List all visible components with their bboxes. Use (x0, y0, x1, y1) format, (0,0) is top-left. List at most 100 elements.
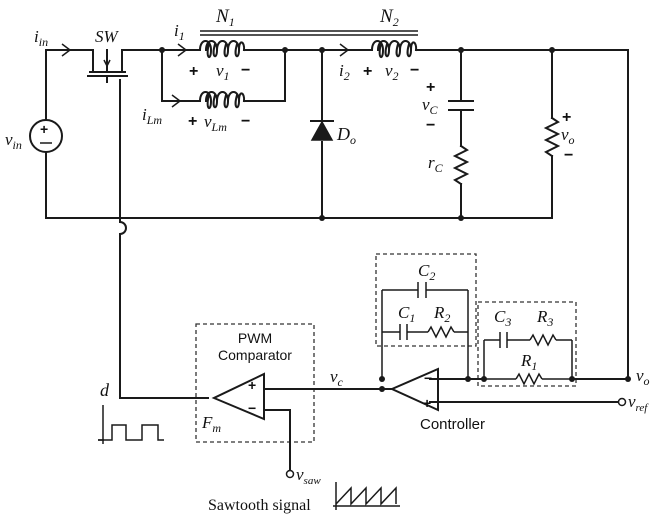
svg-text:Fm: Fm (201, 413, 221, 435)
label-do: D (336, 124, 350, 144)
label-i2: i (339, 61, 344, 80)
svg-text:v2: v2 (385, 61, 399, 83)
label-c1-sub: 1 (409, 311, 415, 325)
label-vc-ctrl: v (330, 367, 338, 386)
magnetic-core (200, 30, 418, 36)
label-v1-sub: 1 (224, 69, 230, 83)
label-n2: N (379, 6, 394, 27)
sawtooth-waveform (333, 482, 400, 510)
label-fm-sub: m (212, 421, 221, 435)
label-vo: v (561, 125, 569, 144)
label-i1-sub: 1 (179, 29, 185, 43)
label-v1: v (216, 61, 224, 80)
switch-mosfet (87, 49, 128, 83)
label-vc-sub: C (430, 103, 439, 117)
label-i-in-sub: in (39, 35, 48, 49)
label-vsaw-sub: saw (304, 475, 322, 487)
opamp-minus: − (424, 370, 432, 386)
resistor-rc (452, 144, 470, 186)
pwm-title-line1: PWM (238, 330, 272, 346)
label-c2-sub: 2 (429, 269, 435, 283)
label-i1: i (174, 21, 179, 40)
coil-n1 (198, 40, 246, 59)
opamp-plus: + (423, 395, 431, 411)
sign-vo-minus: − (564, 147, 573, 164)
label-d: d (100, 380, 110, 400)
label-ilm: i (142, 105, 147, 124)
label-sw: SW (95, 27, 120, 46)
svg-text:i1: i1 (174, 21, 185, 43)
svg-text:vc: vc (330, 367, 344, 389)
label-r1: R (520, 351, 532, 370)
svg-text:C1: C1 (398, 303, 415, 325)
svg-text:iin: iin (34, 27, 48, 49)
sign-vo-plus: + (562, 109, 571, 126)
label-c1: C (398, 303, 410, 322)
comparator-plus: + (248, 377, 256, 393)
power-stage-wires (45, 49, 629, 378)
label-c3: C (494, 307, 506, 326)
sign-vc-plus: + (426, 79, 435, 96)
controller-labels: C2 C1 R2 C3 R3 R1 PWM Comparator vc vo v… (100, 261, 650, 514)
coil-lm (198, 91, 246, 110)
sign-v2-plus: + (363, 63, 372, 80)
svg-text:R2: R2 (433, 303, 450, 325)
svg-text:vLm: vLm (204, 112, 227, 134)
label-vo-fb-sub: o (644, 374, 650, 388)
junction-dots (159, 47, 555, 221)
label-vsaw: v (296, 465, 304, 484)
controller-boxes (195, 253, 577, 443)
label-vlm-sub: Lm (211, 120, 228, 134)
sign-vlm-minus: − (241, 113, 250, 130)
label-v2: v (385, 61, 393, 80)
svg-text:C3: C3 (494, 307, 511, 329)
sign-v1-minus: − (241, 62, 250, 79)
svg-text:N2: N2 (379, 6, 399, 29)
svg-text:C2: C2 (418, 261, 435, 283)
svg-text:Do: Do (336, 124, 356, 147)
gate-drive-line (118, 79, 209, 399)
svg-text:v1: v1 (216, 61, 230, 83)
label-r2-sub: 2 (444, 311, 450, 325)
svg-text:N1: N1 (215, 6, 235, 29)
pwm-title-line2: Comparator (218, 347, 292, 363)
svg-text:iLm: iLm (142, 105, 162, 127)
label-i2-sub: 2 (344, 69, 350, 83)
svg-text:R3: R3 (536, 307, 553, 329)
controller-network (263, 282, 629, 403)
label-r3: R (536, 307, 548, 326)
svg-text:vo: vo (636, 366, 650, 388)
svg-text:vsaw: vsaw (296, 465, 321, 487)
label-n1: N (215, 6, 230, 27)
sawtooth-label: Sawtooth signal (208, 497, 311, 514)
svg-text:R1: R1 (520, 351, 537, 373)
svg-text:i2: i2 (339, 61, 350, 83)
pwm-comparator: + − (211, 372, 295, 479)
coil-n2 (370, 40, 418, 59)
svg-text:+: + (40, 121, 48, 137)
controller-label: Controller (420, 416, 485, 433)
svg-text:vC: vC (422, 95, 439, 117)
sign-vc-minus: − (426, 117, 435, 134)
sign-v2-minus: − (410, 62, 419, 79)
svg-text:vo: vo (561, 125, 575, 147)
label-vin-sub: in (13, 138, 22, 152)
label-vc-ctrl-sub: c (338, 375, 344, 389)
svg-text:vin: vin (5, 130, 22, 152)
load-resistor (543, 116, 561, 158)
capacitor-c (448, 100, 474, 111)
label-r1-sub: 1 (531, 359, 537, 373)
controller-dots (379, 376, 631, 407)
label-n2-sub: 2 (393, 15, 399, 29)
diode-do (310, 120, 334, 141)
label-rc: r (428, 153, 435, 172)
label-vref-sub: ref (636, 402, 650, 414)
label-i-in: i (34, 27, 39, 46)
svg-text:vref: vref (628, 392, 649, 414)
duty-waveform (98, 405, 164, 444)
label-vlm: v (204, 112, 212, 131)
label-vo-sub: o (569, 133, 575, 147)
label-n1-sub: 1 (229, 15, 235, 29)
